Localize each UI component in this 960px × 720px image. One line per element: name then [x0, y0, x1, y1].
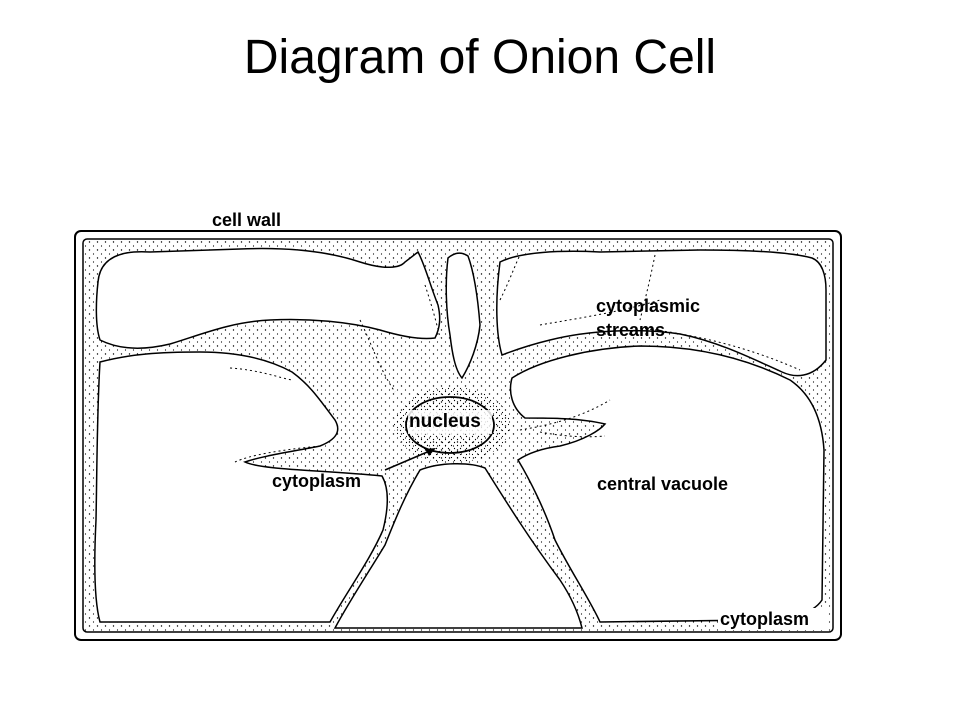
corner-label-backing: [718, 608, 828, 630]
label-central-vacuole: central vacuole: [597, 474, 728, 494]
label-nucleus: nucleus: [409, 411, 481, 432]
vacuole-upper-middle: [445, 252, 481, 380]
label-cell-wall: cell wall: [212, 210, 281, 230]
vacuole-right: [509, 345, 825, 623]
vacuole-upper-right: [496, 249, 827, 377]
vacuole-left: [94, 351, 389, 623]
page-title: Diagram of Onion Cell: [243, 31, 717, 84]
label-cytoplasmic-streams-1: cytoplasmic: [596, 296, 700, 316]
cytoplasmic-streams: [229, 254, 801, 463]
label-cytoplasmic-streams-2: streams: [596, 320, 665, 340]
vacuole-bottom-middle: [333, 462, 583, 629]
label-cytoplasm-left: cytoplasm: [272, 471, 361, 491]
cytoplasm-pointer: [384, 448, 436, 471]
vacuole-upper-left: [95, 247, 441, 349]
nucleus-label-backing: [408, 410, 492, 434]
label-cytoplasm-corner: cytoplasm: [720, 609, 809, 629]
